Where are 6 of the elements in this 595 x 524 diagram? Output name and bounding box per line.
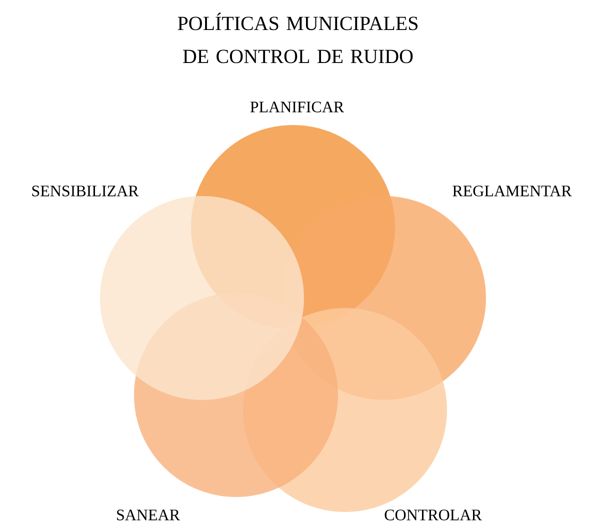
circle-label: PLANIFICAR <box>250 102 344 112</box>
title: POLÍTICAS MUNICIPALES DE CONTROL DE RUIDO <box>178 12 418 64</box>
circle-label: SENSIBILIZAR <box>32 186 139 196</box>
circle-label: CONTROLAR <box>384 510 482 520</box>
circle-label: SANEAR <box>117 510 180 520</box>
circle-label: REGLAMENTAR <box>452 186 572 196</box>
